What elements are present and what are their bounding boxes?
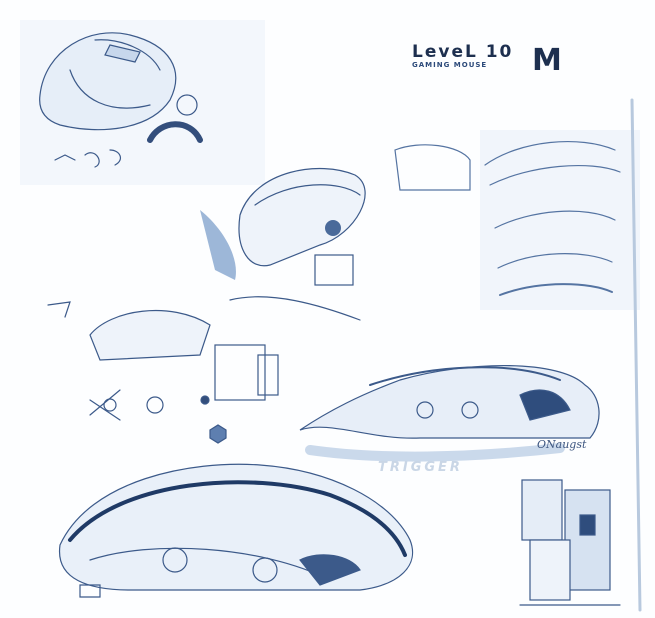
artist-signature: ONaugst: [537, 438, 587, 451]
mouse-sketch-side: [299, 364, 600, 462]
part-sketches: [47, 301, 279, 444]
structure-sketch: [519, 479, 621, 606]
mouse-sketch-top-left: [39, 32, 203, 168]
logo-subtitle: GAMING MOUSE: [412, 61, 488, 69]
logo-main-text: LeveL 10: [412, 42, 514, 62]
panel-right: [480, 130, 640, 310]
trigger-label: TRIGGER: [378, 460, 463, 475]
mouse-sketch-center: [200, 167, 366, 321]
profile-sketches: [394, 141, 621, 296]
logo-letter-m: M: [532, 43, 562, 78]
margin-line: [630, 98, 642, 612]
level10-logo: LeveL 10 GAMING MOUSE M: [412, 42, 562, 76]
mouse-sketch-large: [59, 463, 414, 598]
